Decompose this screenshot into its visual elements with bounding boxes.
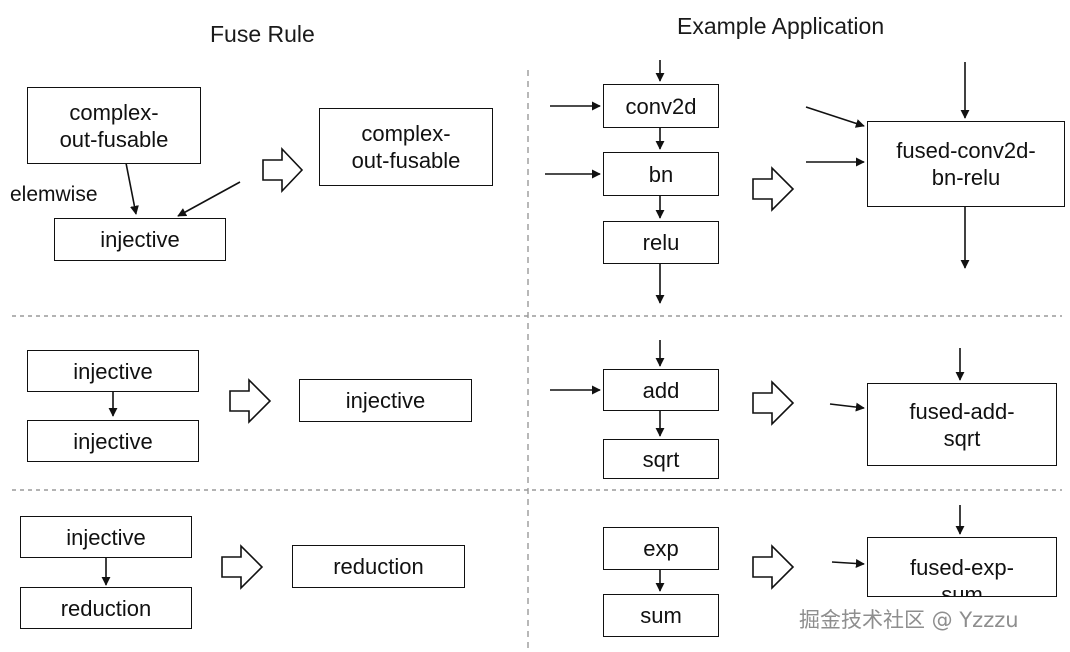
rule3-bottom-node: reduction: [20, 587, 192, 629]
fused-conv2d-bn-relu-node: fused-conv2d- bn-relu: [867, 121, 1065, 207]
op-conv2d-node: conv2d: [603, 84, 719, 128]
edge-input-to-injective: [177, 181, 241, 217]
fused-exp-sum-node: fused-exp- sum: [867, 537, 1057, 597]
fused-add-sqrt-node: fused-add- sqrt: [867, 383, 1057, 466]
fuse-arrow-icon: [752, 166, 795, 212]
fuse-arrow-icon: [752, 380, 795, 426]
edge-side-input-to-fused-1a: [805, 106, 865, 128]
example-application-heading: Example Application: [677, 13, 885, 39]
op-relu-node: relu: [603, 221, 719, 264]
edge-side-input-to-fused-3: [831, 559, 865, 568]
watermark: 掘金技术社区 @ Yzzzu: [799, 608, 1019, 632]
rule1-edge-label: elemwise: [10, 183, 98, 206]
fuse-arrow-icon: [752, 544, 795, 590]
op-exp-node: exp: [603, 527, 719, 570]
op-bn-node: bn: [603, 152, 719, 196]
edge-complex-to-injective: [125, 162, 139, 215]
fuse-arrow-icon: [229, 378, 272, 424]
rule2-bottom-node: injective: [27, 420, 199, 462]
edge-side-input-to-fused-2: [829, 402, 865, 412]
rule1-result-node: complex- out-fusable: [319, 108, 493, 186]
rule1-complex-out-fusable-node: complex- out-fusable: [27, 87, 201, 164]
op-add-node: add: [603, 369, 719, 411]
rule2-result-node: injective: [299, 379, 472, 422]
rule1-injective-node: injective: [54, 218, 226, 261]
fuse-arrow-icon: [262, 147, 304, 193]
rule2-top-node: injective: [27, 350, 199, 392]
fuse-rule-heading: Fuse Rule: [210, 21, 315, 47]
rule3-result-node: reduction: [292, 545, 465, 588]
op-sum-node: sum: [603, 594, 719, 637]
fuse-arrow-icon: [221, 544, 264, 590]
rule3-top-node: injective: [20, 516, 192, 558]
op-sqrt-node: sqrt: [603, 439, 719, 479]
